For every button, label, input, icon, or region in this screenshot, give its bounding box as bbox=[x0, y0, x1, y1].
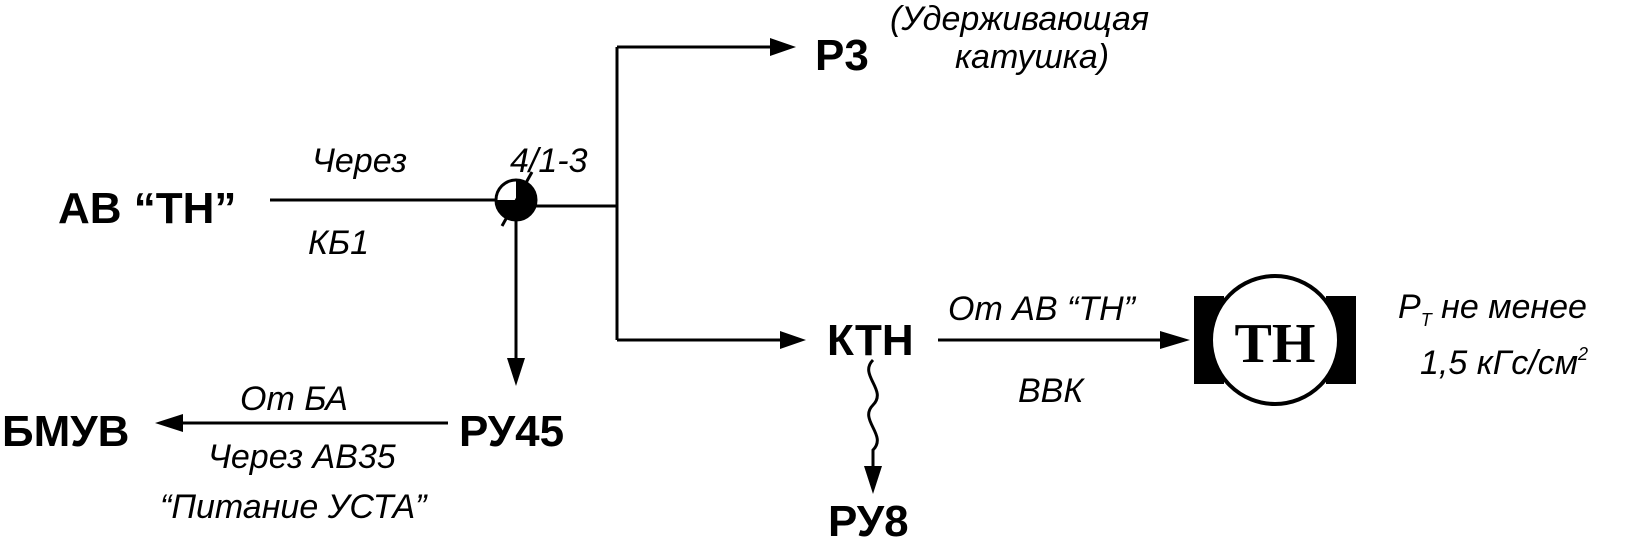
label-pitanie-usta: “Питание УСТА” bbox=[160, 488, 428, 526]
node-av-th: АВ “ТН” bbox=[58, 184, 236, 233]
pt-rest: не менее bbox=[1432, 288, 1587, 326]
label-r3-note-line2: катушка) bbox=[955, 38, 1109, 76]
pt-subscript: Т bbox=[1421, 310, 1434, 330]
label-cherez-av35: Через АВ35 bbox=[208, 438, 396, 476]
wavy-arrow-to-ru8 bbox=[867, 358, 879, 468]
motor-th-symbol bbox=[1194, 274, 1356, 406]
label-ot-av-th: От АВ “ТН” bbox=[948, 290, 1137, 328]
node-bmuv: БМУВ bbox=[2, 407, 129, 456]
label-cherez: Через bbox=[312, 142, 407, 180]
label-contact-4-1-3: 4/1-3 bbox=[510, 142, 588, 180]
node-ru45: РУ45 bbox=[459, 407, 564, 456]
pt-p: Р bbox=[1398, 288, 1421, 326]
motor-label: ТН bbox=[1235, 313, 1316, 375]
label-kb1: КБ1 bbox=[308, 224, 369, 262]
node-r3: Р3 bbox=[815, 31, 869, 80]
node-ru8: РУ8 bbox=[828, 497, 909, 544]
contact-4-1-3-symbol bbox=[494, 171, 538, 227]
label-r3-note-line1: (Удерживающая bbox=[890, 0, 1149, 38]
pressure-superscript: 2 bbox=[1577, 344, 1588, 364]
label-pressure-line1: РТ не менее bbox=[1398, 288, 1587, 330]
label-vvk: ВВК bbox=[1018, 372, 1085, 410]
label-ot-ba: От БА bbox=[240, 380, 348, 418]
label-pressure-line2: 1,5 кГс/см2 bbox=[1420, 344, 1588, 382]
pressure-value: 1,5 кГс/см bbox=[1420, 344, 1578, 382]
node-ktn: КТН bbox=[827, 316, 914, 365]
